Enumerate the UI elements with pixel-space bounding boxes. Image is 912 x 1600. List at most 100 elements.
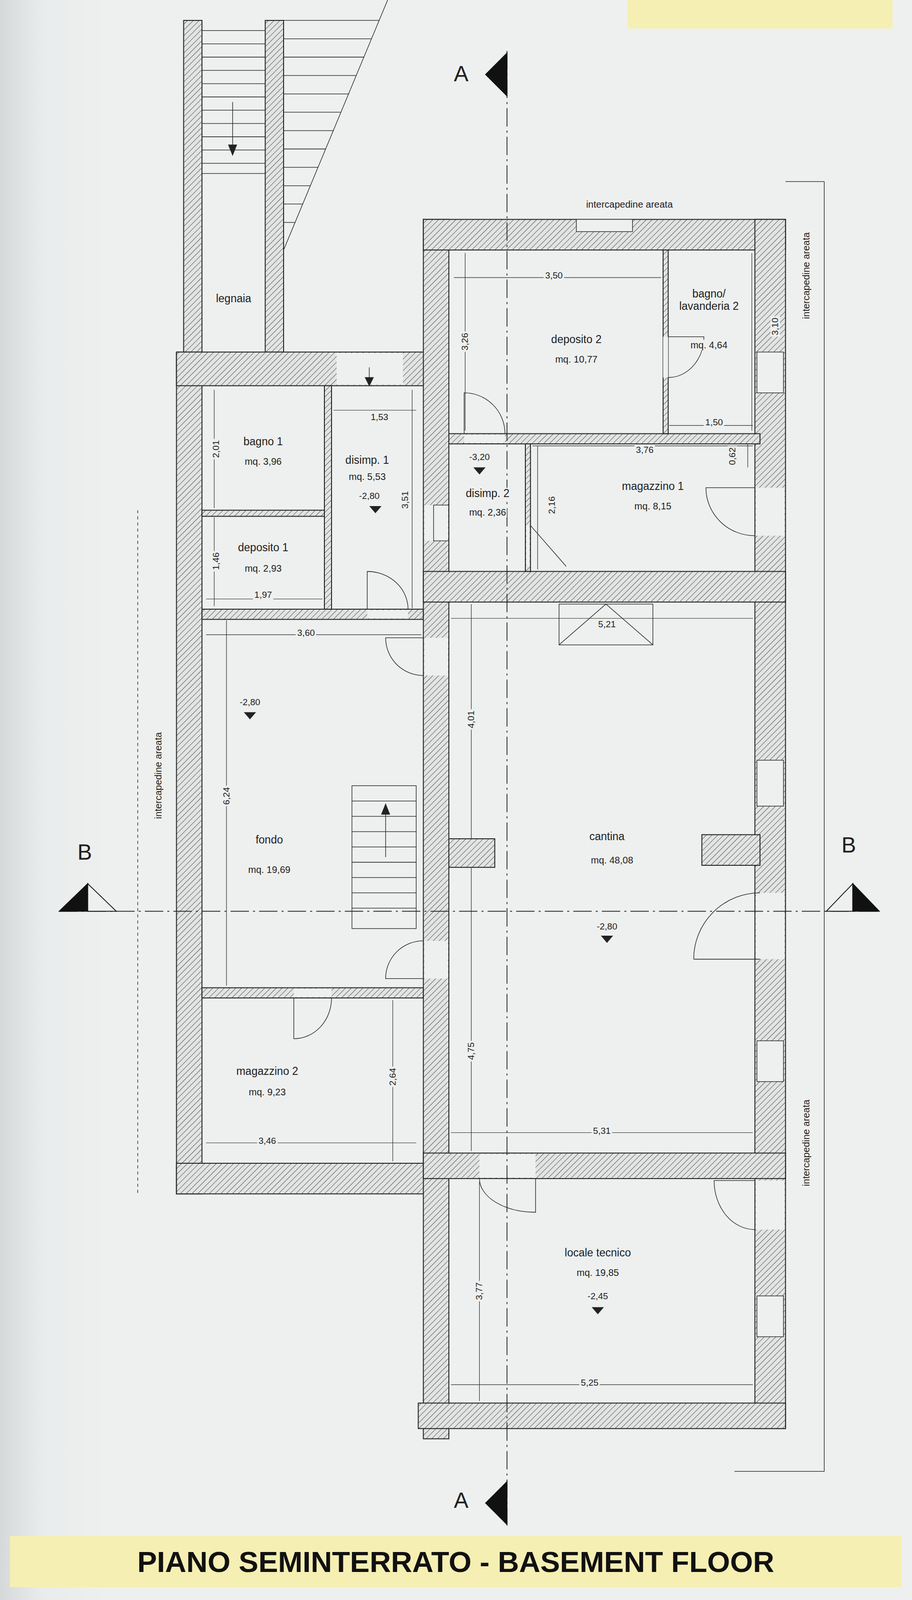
- dimension-lines: [206, 253, 753, 1401]
- openings: [526, 525, 530, 567]
- room-area: mq. 2,36: [468, 506, 508, 518]
- dimension-label: 3,77: [474, 1280, 485, 1301]
- walls: [525, 443, 531, 571]
- level-marker: [591, 1306, 605, 1314]
- room-name: magazzino 1: [620, 480, 685, 493]
- dimension-label: 0,62: [727, 446, 738, 467]
- outdoor-stair: [283, 0, 388, 250]
- inner-stair: [351, 892, 417, 893]
- section-marker: [826, 883, 854, 912]
- outdoor-stair: [283, 203, 304, 205]
- inner-stair: [381, 803, 390, 814]
- level-marker: [473, 466, 486, 475]
- room-area: mq. 48,08: [589, 854, 635, 865]
- dimension-label: -2,80: [595, 921, 619, 931]
- door-swing: [693, 892, 760, 960]
- walls: [176, 20, 786, 1439]
- dimension-label: 5,25: [579, 1377, 600, 1387]
- walls: [448, 838, 495, 867]
- door-swing: [479, 1178, 536, 1212]
- dimension-label: 3,51: [400, 489, 410, 511]
- room: bagno 1mq. 3,96: [204, 387, 325, 511]
- walls: [176, 351, 203, 1194]
- openings: [294, 336, 785, 1230]
- dimension-label: 4,01: [466, 709, 476, 730]
- walls: [324, 385, 332, 609]
- openings: [424, 940, 448, 979]
- intercapedine-line: [137, 181, 825, 1471]
- dimension-lines: [537, 445, 538, 570]
- openings: [424, 504, 448, 541]
- section-marker: [485, 53, 507, 96]
- room-name: deposito 1: [237, 541, 290, 554]
- note-label: intercapedine areata: [584, 199, 675, 209]
- room: legnaia: [201, 178, 266, 352]
- inner-stair: [351, 830, 417, 832]
- outdoor-stair: [283, 130, 334, 131]
- stair-treads: [201, 30, 266, 174]
- dimension-lines: [411, 389, 413, 608]
- door-swing: [530, 525, 567, 567]
- stair-treads: [201, 70, 266, 71]
- dimension-label: -2,80: [238, 697, 262, 707]
- dimension-label: 1,53: [369, 412, 390, 422]
- window-marks: [757, 1295, 784, 1337]
- dimension-label: 2,64: [388, 1065, 398, 1087]
- section-line: [59, 910, 880, 912]
- level-marker: [243, 712, 257, 720]
- inner-stair: [351, 861, 417, 863]
- walls: [176, 351, 427, 386]
- openings: [755, 487, 785, 536]
- dimension-label: 3,10: [770, 316, 780, 337]
- stair-treads: [201, 136, 266, 137]
- stair-treads: [201, 83, 266, 84]
- dimension-label: 6,24: [221, 785, 232, 807]
- inner-stair: [351, 876, 417, 878]
- dimension-lines: [450, 617, 753, 619]
- dimension-label: 3,26: [460, 331, 470, 352]
- section-letter: A: [452, 61, 470, 85]
- note-label: intercapedine areata: [800, 1097, 811, 1188]
- walls: [423, 219, 786, 250]
- openings: [367, 609, 409, 618]
- openings: [755, 892, 785, 960]
- dimension-lines: [747, 443, 749, 467]
- outdoor-stair: [283, 148, 326, 150]
- window-marks: [576, 219, 633, 232]
- room-name: cantina: [588, 830, 626, 843]
- level-marker: [369, 505, 382, 513]
- door-swing: [385, 940, 424, 979]
- walls: [663, 249, 669, 434]
- title-band: PIANO SEMINTERRATO - BASEMENT FLOOR: [9, 1535, 902, 1587]
- room-name: disimp. 2: [465, 487, 511, 500]
- room-name: bagno 1: [242, 435, 285, 448]
- openings: [294, 988, 332, 997]
- stair-treads: [201, 30, 266, 31]
- section-marker: [485, 1481, 507, 1524]
- section-marker: [59, 883, 88, 912]
- dimension-label: 2,16: [547, 494, 557, 516]
- dimension-label: 3,76: [634, 445, 656, 455]
- section-letter: A: [452, 1488, 470, 1511]
- room-name: deposito 2: [550, 333, 603, 346]
- door-swing: [705, 487, 755, 536]
- section-letter: B: [840, 833, 858, 856]
- dimension-label: -2,80: [357, 491, 381, 501]
- inner-stair: [351, 907, 417, 908]
- dimension-label: 3,60: [295, 627, 317, 638]
- openings: [479, 1153, 536, 1178]
- level-marker: [600, 935, 614, 943]
- intercapedine-line: [785, 181, 825, 182]
- room-name: legnaia: [215, 293, 253, 305]
- window-marks: [576, 219, 784, 1337]
- outdoor-stair: [283, 167, 319, 168]
- room: fondomq. 19,69: [204, 619, 424, 988]
- room-area: mq. 2,93: [243, 562, 283, 574]
- stair-treads: [201, 172, 266, 174]
- outdoor-stair: [283, 93, 349, 95]
- openings: [663, 336, 669, 378]
- inner-stair: [385, 807, 386, 857]
- outdoor-stair: [283, 75, 356, 76]
- inner-stair: [351, 800, 417, 801]
